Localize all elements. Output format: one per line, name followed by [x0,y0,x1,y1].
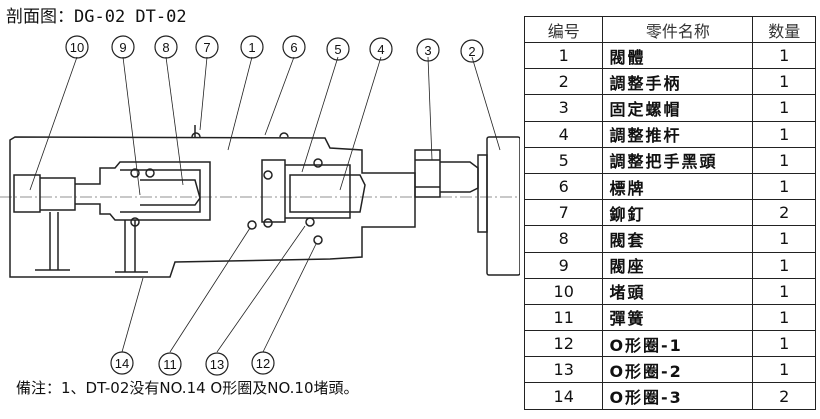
part-number: 10 [523,277,604,305]
leader-lines [29,56,501,353]
part-quantity: 1 [752,277,816,305]
header-quantity: 数量 [752,16,816,43]
part-quantity: 1 [752,172,816,201]
adjusting-nut [414,149,441,198]
part-number: 7 [523,199,604,227]
part-quantity: 1 [752,251,816,279]
table-header: 编号 零件名称 数量 [523,16,816,43]
part-quantity: 1 [752,41,816,70]
part-name: 鉚釘 [602,199,754,227]
part-name: 調整把手黑頭 [602,146,754,174]
part-quantity: 2 [752,199,816,227]
callout-4: 4 [377,42,384,57]
part-number: 14 [523,382,604,410]
part-name: 堵頭 [602,277,754,305]
part-quantity: 1 [752,330,816,358]
part-quantity: 1 [752,225,816,253]
callout-8: 8 [162,40,169,55]
callout-2: 2 [468,44,475,59]
part-quantity: 1 [752,303,816,332]
part-name: 閥體 [602,41,754,70]
header-part-name: 零件名称 [602,16,754,43]
callout-11: 11 [163,357,177,372]
part-number: 9 [523,251,604,279]
part-number: 5 [523,146,604,174]
page-title: 剖面图：DG-02 DT-02 [6,7,187,27]
part-name: 調整手柄 [602,68,754,96]
callout-5: 5 [334,42,341,57]
part-number: 4 [523,120,604,148]
callout-13: 13 [210,357,224,372]
valve-body [0,125,520,278]
part-quantity: 1 [752,146,816,174]
part-number: 8 [523,225,604,253]
part-number: 11 [523,303,604,332]
part-quantity: 1 [752,356,816,384]
part-quantity: 1 [752,120,816,148]
part-name: O形圈-2 [602,356,754,384]
valve-cross-section: 10 9 8 7 1 6 5 4 3 2 14 11 13 12 [0,35,520,376]
part-name: 固定螺帽 [602,94,754,122]
remark-note: 備注：1、DT-02没有NO.14 O形圈及NO.10堵頭。 [16,379,359,397]
part-number: 12 [523,330,604,358]
callout-14: 14 [115,356,129,371]
callout-12: 12 [256,356,270,371]
callout-7: 7 [203,40,210,55]
adjusting-shaft [440,154,488,233]
part-name: 彈簧 [602,303,754,332]
part-quantity: 1 [752,94,816,122]
part-name: O形圈-3 [602,382,754,410]
part-number: 6 [523,172,604,201]
callout-9: 9 [119,40,126,55]
part-number: 2 [523,68,604,96]
part-name: 標牌 [602,172,754,201]
part-number: 3 [523,94,604,122]
part-name: 閥座 [602,251,754,279]
header-number: 编号 [523,16,604,43]
callout-3: 3 [424,43,431,58]
callout-6: 6 [290,40,297,55]
part-quantity: 1 [752,68,816,96]
callouts-top [65,35,484,63]
part-number: 1 [523,41,604,70]
part-name: 閥套 [602,225,754,253]
part-name: O形圈-1 [602,330,754,358]
part-name: 調整推杆 [602,120,754,148]
part-quantity: 2 [752,382,816,410]
callout-1: 1 [248,40,255,55]
adjusting-handle [486,136,520,276]
callout-10: 10 [70,40,84,55]
callouts-bottom [110,351,275,376]
part-number: 13 [523,356,604,384]
